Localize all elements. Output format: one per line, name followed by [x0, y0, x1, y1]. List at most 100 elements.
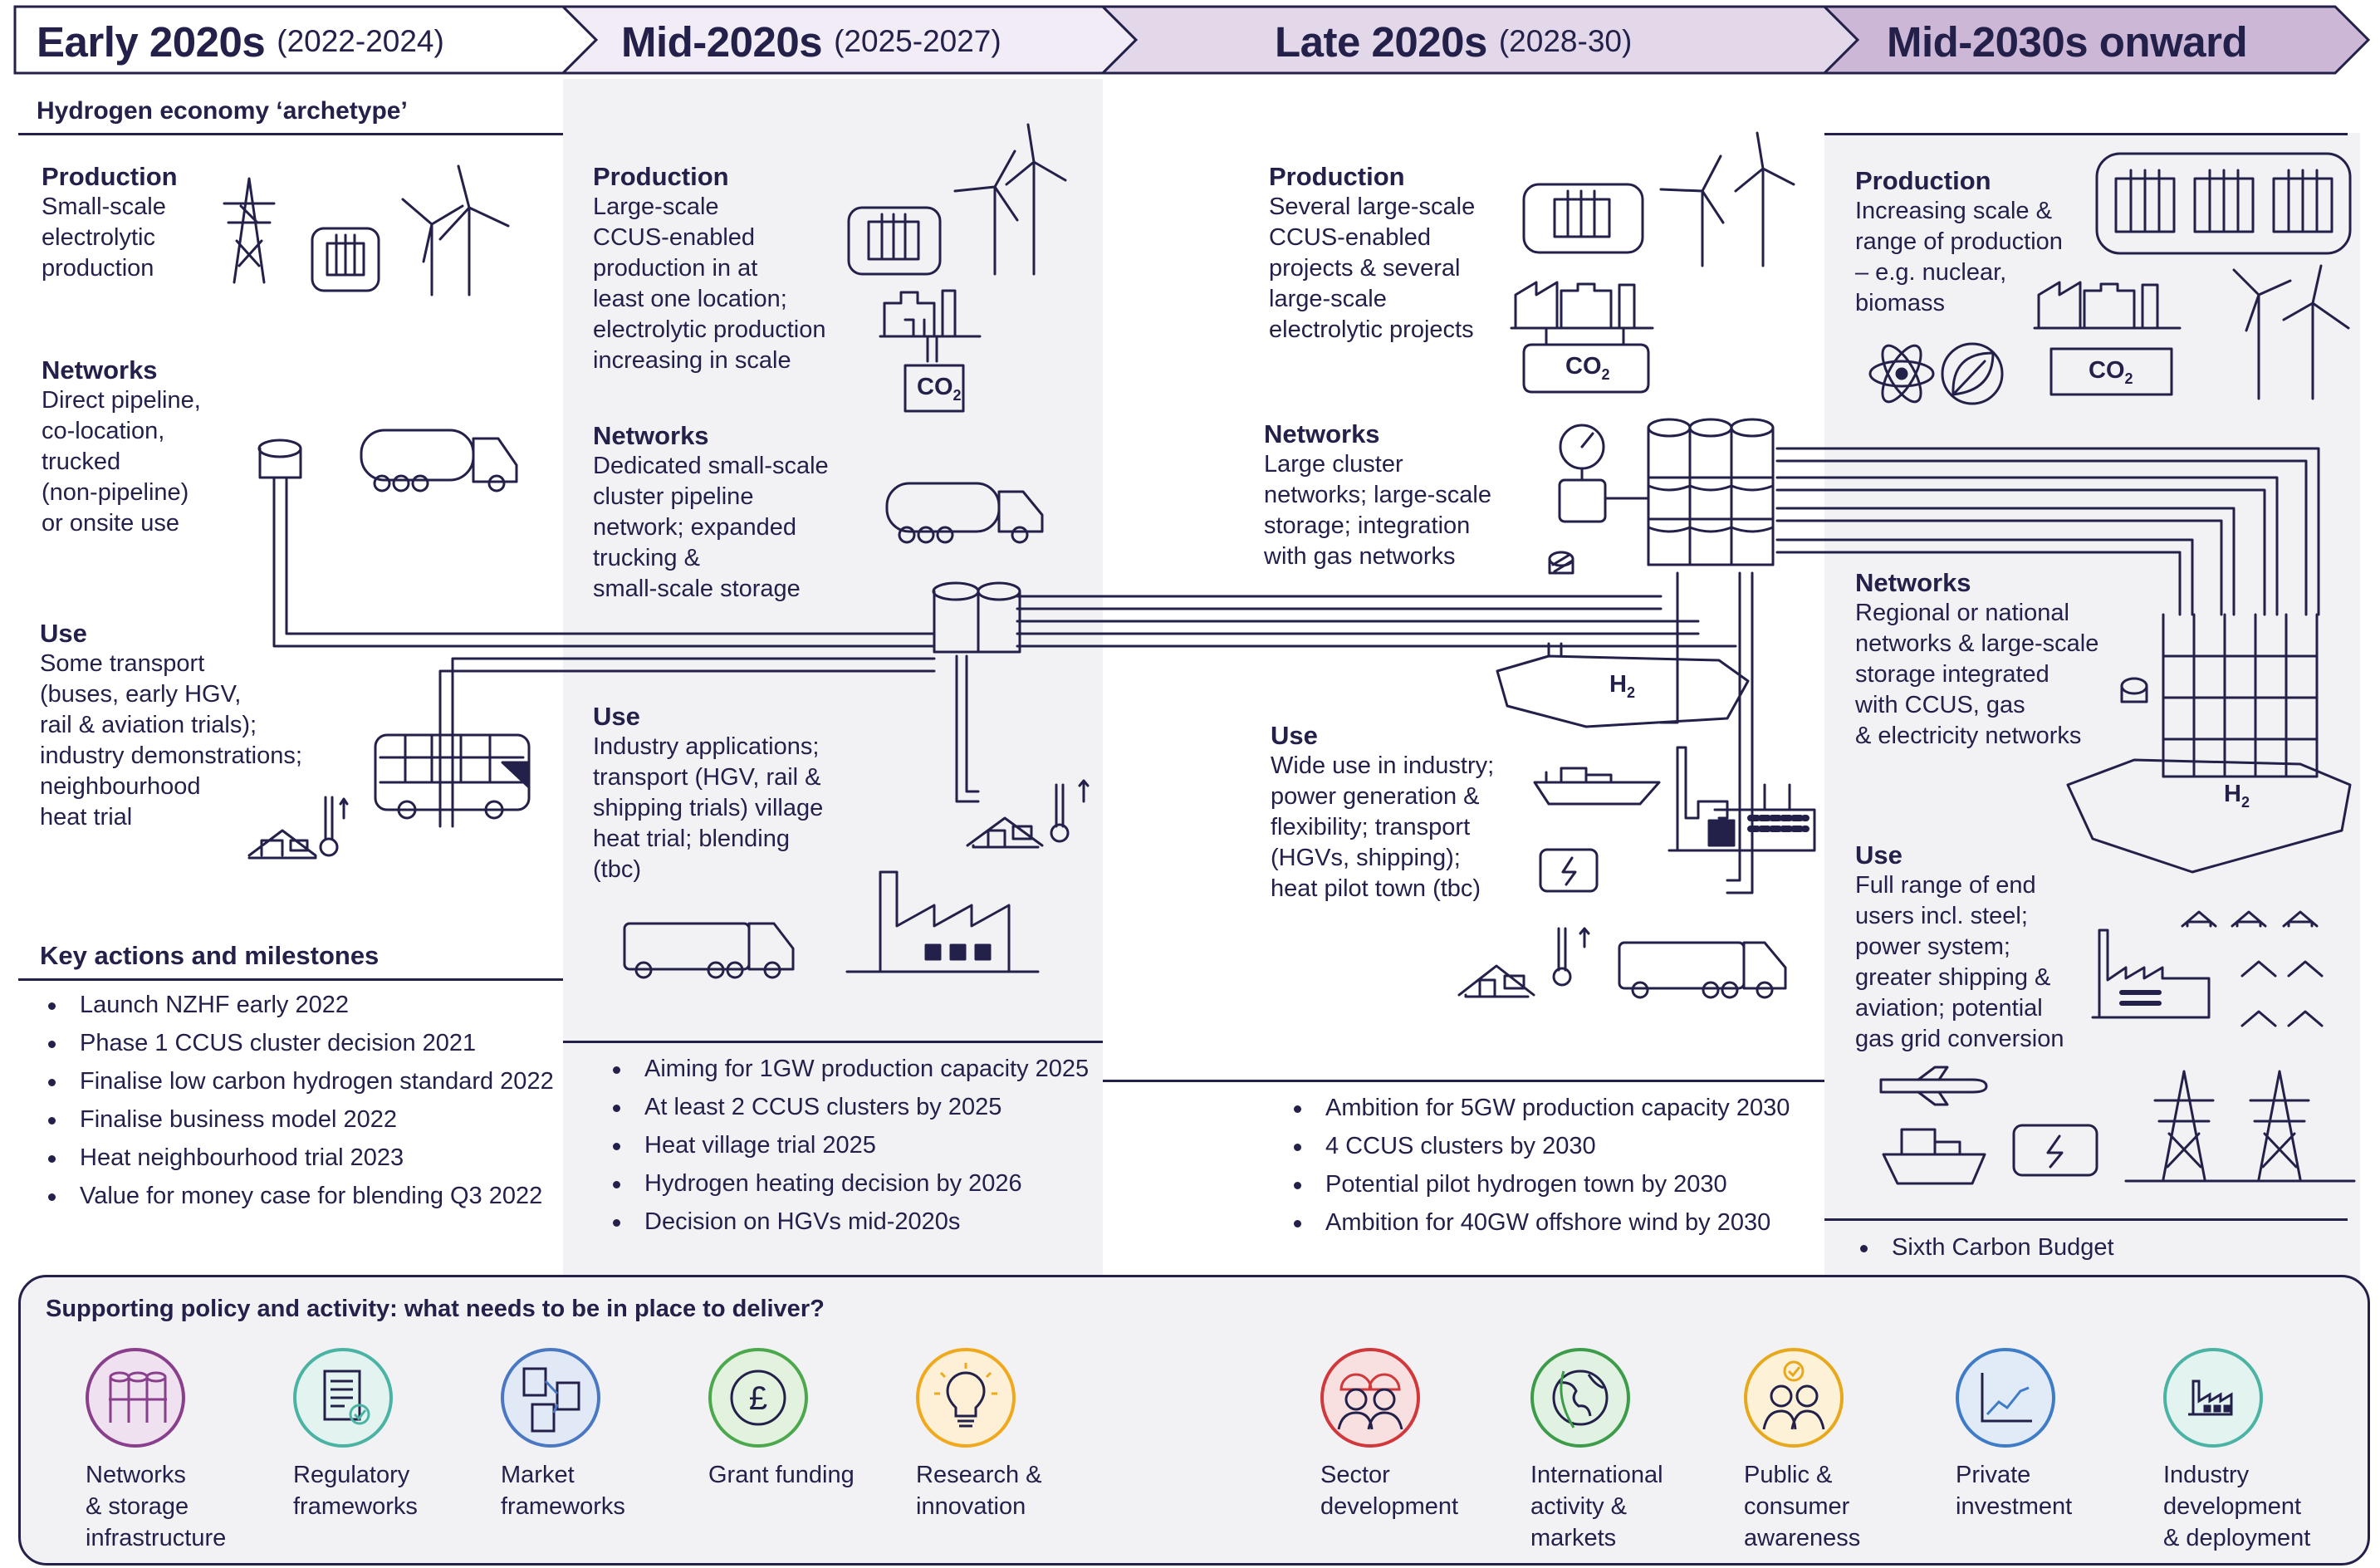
phase-years: (2028-30) [1498, 24, 1633, 58]
milestones-late: Ambition for 5GW production capacity 203… [1287, 1095, 1819, 1248]
milestone-item: Finalise low carbon hydrogen standard 20… [42, 1069, 556, 1094]
phase-years: (2022-2024) [277, 24, 444, 58]
label-line: development [1320, 1493, 1459, 1520]
section-heading: Use [1271, 721, 1318, 750]
milestones-rule-early [18, 978, 563, 981]
nuclear-atom-icon [1868, 344, 1935, 404]
co2-label: CO2 [2089, 357, 2133, 388]
support-item-international: International activity & markets [1530, 1348, 1721, 1554]
text-line: range of production [1855, 228, 2063, 255]
pipelines-early [272, 476, 936, 828]
text-line: networks; large-scale [1264, 482, 1491, 508]
support-label: International activity & markets [1530, 1459, 1721, 1554]
milestones-rule-mid [563, 1041, 1103, 1043]
phase-title-future: Mid-2030s onward [1887, 8, 2248, 75]
milestones-rule-late [1103, 1080, 1824, 1082]
regulatory-document-icon [293, 1348, 393, 1448]
wind-turbine-icon [953, 123, 1067, 276]
text-line: CCUS-enabled [593, 224, 756, 251]
supporting-policy-panel: Supporting policy and activity: what nee… [18, 1275, 2370, 1566]
early-networks: Networks Direct pipeline, co-location, t… [42, 355, 201, 539]
text-line: Dedicated small-scale [593, 453, 829, 479]
text-line: storage integrated [1855, 661, 2049, 688]
ccus-plant-icon [2033, 281, 2182, 396]
wind-turbine-icon [401, 164, 510, 296]
lorry-icon [1618, 941, 1787, 999]
text-line: power generation & [1271, 783, 1480, 810]
lorry-icon [623, 922, 795, 979]
text-line: electrolytic production [593, 316, 826, 343]
section-heading: Production [593, 162, 729, 191]
section-heading: Use [40, 619, 87, 648]
support-heading: Supporting policy and activity: what nee… [46, 1296, 825, 1322]
text-line: biomass [1855, 290, 1945, 316]
text-line: storage; integration [1264, 512, 1471, 539]
investment-chart-icon [1956, 1348, 2055, 1448]
milestone-item: Decision on HGVs mid-2020s [606, 1209, 1096, 1234]
phase-title-mid: Mid-2020s(2025-2027) [621, 8, 1001, 75]
label-line: development [2163, 1493, 2302, 1520]
milestones-future: Sixth Carbon Budget [1854, 1235, 2352, 1273]
milestone-item: Heat village trial 2025 [606, 1133, 1096, 1158]
text-line: increasing in scale [593, 347, 791, 374]
milestones-mid: Aiming for 1GW production capacity 2025 … [606, 1056, 1096, 1247]
milestones-early: Launch NZHF early 2022 Phase 1 CCUS clus… [42, 992, 556, 1222]
text-line: co-location, [42, 418, 165, 444]
mid-production: Production Large-scale CCUS-enabled prod… [593, 162, 825, 376]
milestone-item: Potential pilot hydrogen town by 2030 [1287, 1172, 1819, 1197]
support-item-sector: Sector development [1320, 1348, 1511, 1522]
label-line: Research & [916, 1462, 1042, 1488]
milestone-item: Phase 1 CCUS cluster decision 2021 [42, 1031, 556, 1056]
label-line: Private [1956, 1462, 2031, 1488]
text-line: gas grid conversion [1855, 1026, 2064, 1052]
electrolyser-bank-icon [2095, 152, 2352, 255]
aeroplane-icon [1879, 1066, 1988, 1106]
text-line: users incl. steel; [1855, 903, 2028, 929]
archetype-rule-early [18, 133, 563, 135]
label-line: Market [501, 1462, 575, 1488]
milestone-item: Ambition for 5GW production capacity 203… [1287, 1095, 1819, 1120]
support-label: Networks & storage infrastructure [86, 1459, 277, 1554]
text-line: power system; [1855, 933, 2010, 960]
early-use: Use Some transport (buses, early HGV, ra… [40, 619, 302, 833]
label-line: International [1530, 1462, 1663, 1488]
late-networks: Networks Large cluster networks; large-s… [1264, 419, 1491, 572]
h2-text: H [1609, 671, 1627, 698]
milestone-item: Heat neighbourhood trial 2023 [42, 1145, 556, 1170]
text-line: with CCUS, gas [1855, 692, 2025, 718]
large-storage-tanks-icon [1647, 418, 1775, 566]
label-line: markets [1530, 1525, 1617, 1551]
text-line: electrolytic [42, 224, 155, 251]
text-line: production [42, 255, 154, 282]
phase-name: Early 2020s [37, 17, 266, 66]
phase-name: Late 2020s [1275, 17, 1487, 66]
late-use: Use Wide use in industry; power generati… [1271, 721, 1494, 904]
industrial-factory-icon [1667, 746, 1816, 852]
future-networks: Networks Regional or national networks &… [1855, 568, 2098, 752]
h2-subscript: 2 [2240, 793, 2250, 811]
support-label: Grant funding [708, 1459, 899, 1491]
label-line: Grant funding [708, 1462, 855, 1488]
text-line: Full range of end [1855, 872, 2036, 899]
archetype-label: Hydrogen economy ‘archetype’ [37, 97, 408, 125]
co2-text: CO [1565, 353, 1602, 380]
ship-icon [1533, 767, 1661, 806]
phase-years: (2025-2027) [834, 24, 1001, 58]
pressure-gauge-icon [1558, 424, 1650, 523]
factory-icon [2163, 1348, 2263, 1448]
house-thermometer-icon [247, 796, 349, 860]
text-line: transport (HGV, rail & [593, 764, 821, 791]
text-line: industry demonstrations; [40, 742, 302, 769]
factory-icon [845, 870, 1040, 973]
support-item-regulatory: Regulatory frameworks [293, 1348, 484, 1522]
text-line: shipping trials) village [593, 795, 824, 821]
text-line: (buses, early HGV, [40, 681, 242, 708]
phase-name: Mid-2030s onward [1887, 17, 2248, 66]
house-thermometer-icon [966, 779, 1090, 849]
h2-label: H2 [1609, 671, 1635, 702]
people-check-icon [1744, 1348, 1844, 1448]
support-item-market: Market frameworks [501, 1348, 692, 1522]
support-item-industry: Industry development & deployment [2163, 1348, 2354, 1554]
support-label: Research & innovation [916, 1459, 1107, 1522]
electrolyser-icon [311, 227, 380, 292]
